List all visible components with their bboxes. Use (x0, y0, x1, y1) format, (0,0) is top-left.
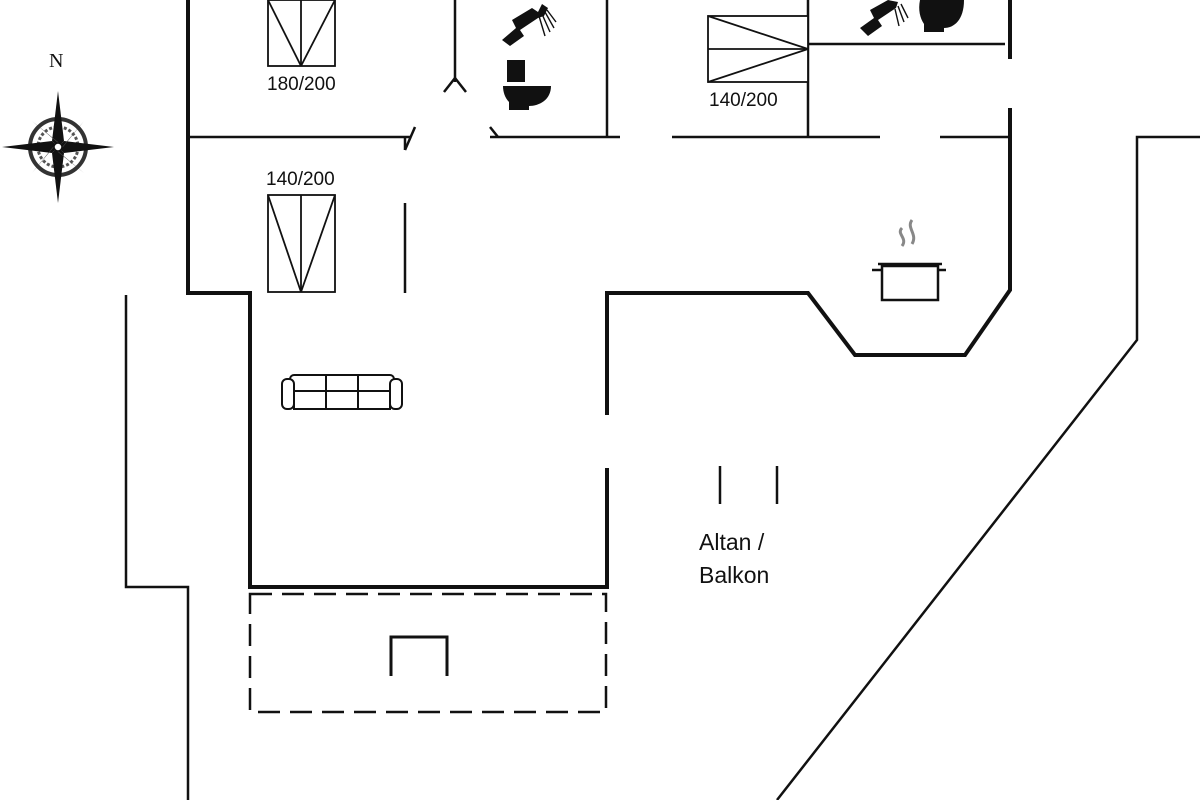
bed-1 (267, 0, 336, 67)
bed-2 (267, 194, 336, 293)
bed-3-size-label: 140/200 (709, 90, 778, 111)
toilet-icon (919, 0, 964, 32)
balcony-label-line1: Altan / (699, 529, 765, 555)
terrace-outline (248, 592, 608, 714)
balcony-outline (124, 135, 1200, 800)
bed-2-size-label: 140/200 (266, 169, 335, 190)
compass-rose-icon (2, 91, 114, 203)
balcony-label-line2: Balkon (699, 562, 769, 588)
cooking-pot-icon (872, 219, 946, 302)
bed-1-size-label: 180/200 (267, 74, 336, 95)
toilet-icon (503, 60, 551, 110)
fireplace-icon (389, 635, 449, 676)
compass-north-label: N (49, 50, 63, 72)
shower-icon (502, 4, 557, 46)
sofa-icon (281, 374, 403, 410)
shower-icon (860, 0, 909, 36)
bed-3 (707, 15, 809, 83)
